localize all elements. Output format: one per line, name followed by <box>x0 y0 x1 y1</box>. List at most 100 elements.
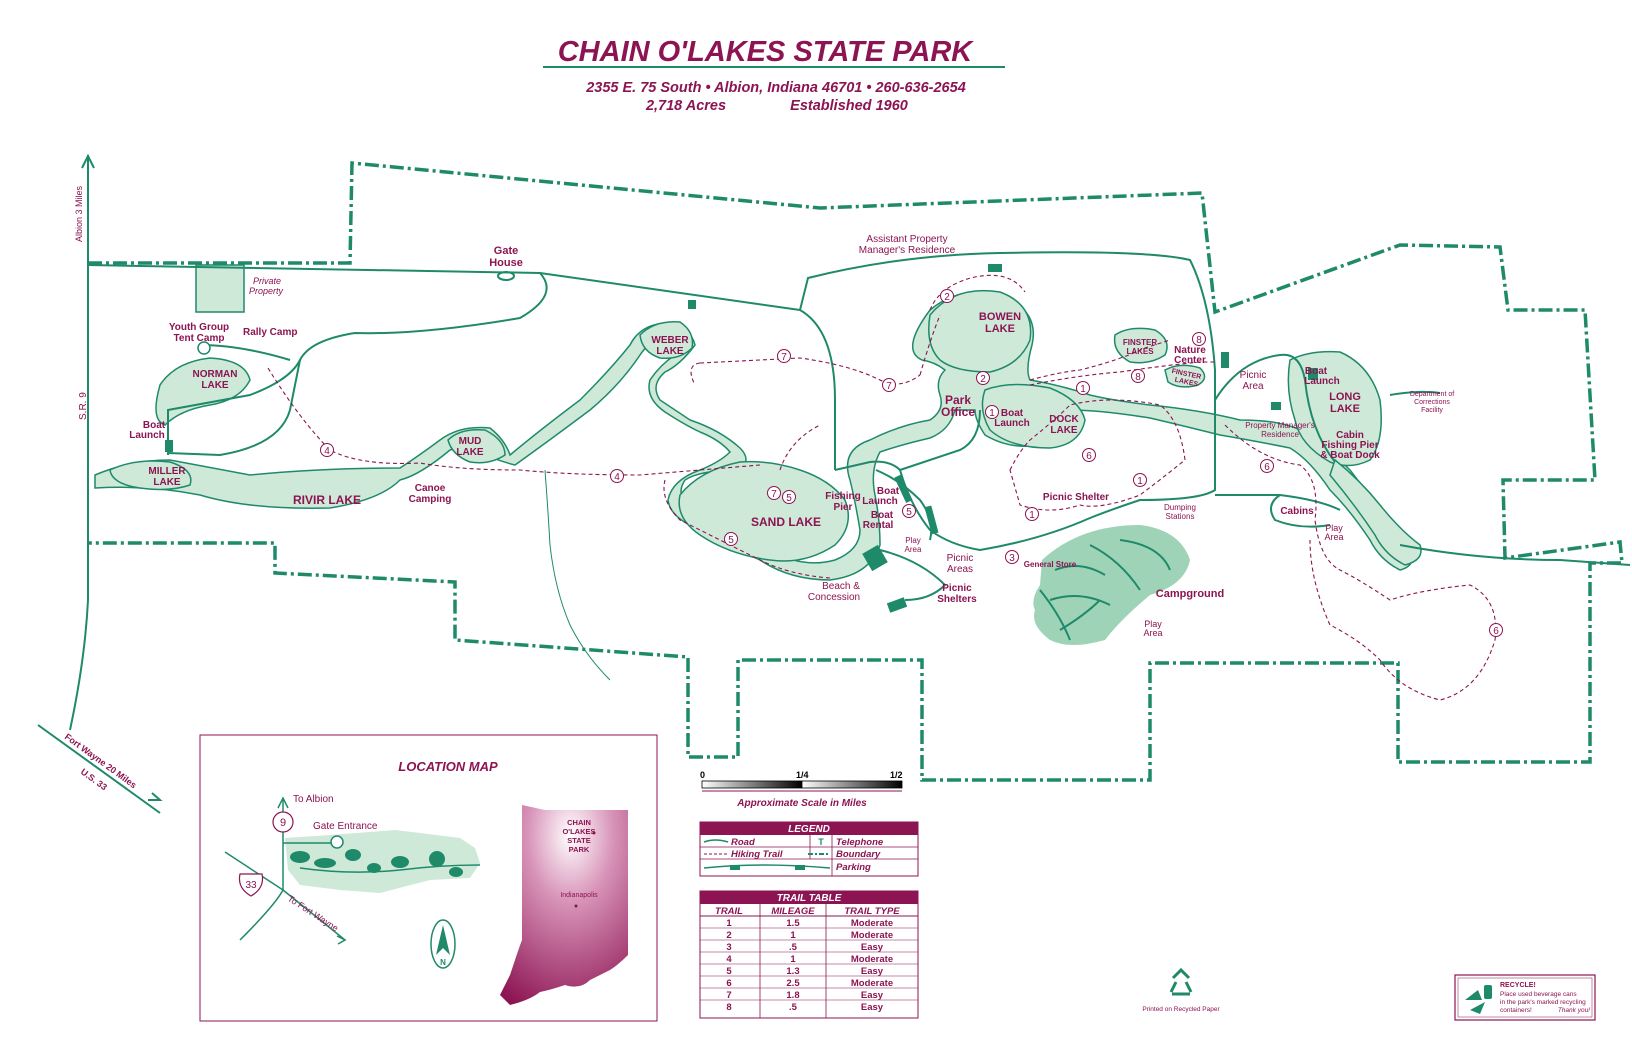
state-park-label-3: STATE <box>567 836 590 845</box>
youth-camp-icon <box>197 341 211 355</box>
canoe-camping-1: Canoe <box>415 483 446 494</box>
trail-marker-7[interactable]: 7 <box>777 349 791 364</box>
svg-text:6: 6 <box>1086 451 1092 462</box>
svg-text:0: 0 <box>700 770 705 780</box>
campground-label: Campground <box>1156 588 1224 600</box>
park-office-label-2: Office <box>941 405 975 419</box>
albion-distance: Albion 3 Miles <box>74 185 84 242</box>
trail-marker-1[interactable]: 1 <box>1076 381 1090 396</box>
us33-label: U.S. 33 <box>79 767 109 793</box>
trail-marker-4[interactable]: 4 <box>320 443 334 458</box>
park-location-dot <box>592 831 596 835</box>
legend-header <box>700 822 918 835</box>
miller-lake-label-2: LAKE <box>153 477 181 488</box>
svg-text:1: 1 <box>1137 476 1143 487</box>
long-boat-launch-2: Launch <box>1304 376 1340 387</box>
state-park-label-4: PARK <box>569 845 590 854</box>
bowen-lake-label-2: LAKE <box>985 323 1015 335</box>
play-area-beach-1: Play <box>905 536 921 545</box>
legend-telephone-symbol: T <box>818 837 824 847</box>
state-park-label-2: O'LAKES <box>562 827 595 836</box>
mud-lake-label-1: MUD <box>459 436 482 447</box>
svg-text:Easy: Easy <box>861 942 884 953</box>
boat-rental-1: Boat <box>871 510 894 521</box>
map-labels: Private Property Gate House Assistant Pr… <box>129 234 1454 638</box>
sand-boat-launch-2: Launch <box>862 496 898 507</box>
sr9-label: S.R. 9 <box>78 392 89 420</box>
svg-text:1: 1 <box>726 918 732 929</box>
header: CHAIN O'LAKES STATE PARK 2355 E. 75 Sout… <box>543 36 1005 114</box>
trail-marker-4[interactable]: 4 <box>610 469 624 484</box>
trail-marker-5[interactable]: 5 <box>724 532 738 547</box>
apm-label-1: Assistant Property <box>866 234 947 245</box>
trail-marker-1[interactable]: 1 <box>1133 473 1147 488</box>
boat-launch-west-2: Launch <box>129 430 165 441</box>
trail-marker-7[interactable]: 7 <box>767 486 781 501</box>
svg-text:5: 5 <box>786 493 792 504</box>
gate-house-label: Gate <box>494 245 518 257</box>
route-33-shield <box>238 873 264 897</box>
trail-marker-7[interactable]: 7 <box>882 378 896 393</box>
indiana-state-shape <box>500 805 628 1005</box>
trail-marker-6[interactable]: 6 <box>1082 448 1096 463</box>
trail-marker-6[interactable]: 6 <box>1260 459 1274 474</box>
finster-lake-1 <box>1113 327 1168 364</box>
address-line: 2355 E. 75 South • Albion, Indiana 46701… <box>585 80 966 96</box>
gate-entrance-marker <box>330 835 344 849</box>
trail-marker-1[interactable]: 1 <box>985 405 999 420</box>
indianapolis-dot <box>574 904 578 908</box>
mud-lake-label-2: LAKE <box>456 447 484 458</box>
weber-lake-label-1: WEBER <box>651 335 689 346</box>
svg-text:Moderate: Moderate <box>851 954 893 965</box>
svg-text:4: 4 <box>726 954 732 965</box>
trail-marker-1[interactable]: 1 <box>1025 507 1039 522</box>
canoe-camping-2: Camping <box>409 494 452 505</box>
cabin-pier-3: & Boat Dock <box>1320 450 1380 461</box>
long-lake <box>1287 350 1382 467</box>
location-lakes <box>290 849 463 877</box>
trail-marker-5[interactable]: 5 <box>782 490 796 505</box>
svg-text:Easy: Easy <box>861 966 884 977</box>
svg-text:7: 7 <box>771 489 777 500</box>
beach-concession-2: Concession <box>808 592 860 603</box>
location-map: LOCATION MAP To Albion Gate Entrance To … <box>199 734 658 1022</box>
trail-marker-2[interactable]: 2 <box>940 289 954 304</box>
trail-marker-8[interactable]: 8 <box>1131 369 1145 384</box>
trail-marker-3[interactable]: 3 <box>1005 550 1019 565</box>
picnic-areas-1: Picnic <box>947 553 974 564</box>
cabin-pier-2: Fishing Pier <box>1321 440 1378 451</box>
east-play-area-1: Play <box>1325 523 1343 533</box>
cabins-label: Cabins <box>1280 506 1314 517</box>
recycled-paper-note: Printed on Recycled Paper <box>1142 967 1220 1013</box>
trail-marker-5[interactable]: 5 <box>902 504 916 519</box>
col-trail: TRAIL <box>715 906 743 917</box>
norman-lake-label-1: NORMAN <box>193 369 238 380</box>
weber-lake-label-2: LAKE <box>656 346 684 357</box>
svg-text:2: 2 <box>980 374 986 385</box>
picnic-shelters-2: Shelters <box>937 594 977 605</box>
private-label-2: Property <box>249 286 284 296</box>
east-picnic-area-1: Picnic <box>1240 370 1267 381</box>
svg-text:4: 4 <box>324 446 330 457</box>
svg-text:1.8: 1.8 <box>786 990 799 1001</box>
svg-text:1/4: 1/4 <box>796 770 809 780</box>
trail-marker-8[interactable]: 8 <box>1192 332 1206 347</box>
boat-rental-2: Rental <box>863 520 894 531</box>
play-area-beach-2: Area <box>905 545 922 554</box>
svg-text:Moderate: Moderate <box>851 978 893 989</box>
svg-text:5: 5 <box>728 535 734 546</box>
svg-text:4: 4 <box>614 472 620 483</box>
sr9-road <box>69 155 89 731</box>
trail-table-header <box>700 891 918 904</box>
trail-marker-6[interactable]: 6 <box>1489 623 1503 638</box>
recycle-title: RECYCLE! <box>1500 982 1536 989</box>
trail-marker-2[interactable]: 2 <box>976 371 990 386</box>
svg-text:1: 1 <box>1029 510 1035 521</box>
camp-play-area-1: Play <box>1144 619 1162 629</box>
camp-play-area-2: Area <box>1143 628 1162 638</box>
scale-caption: Approximate Scale in Miles <box>736 798 867 809</box>
